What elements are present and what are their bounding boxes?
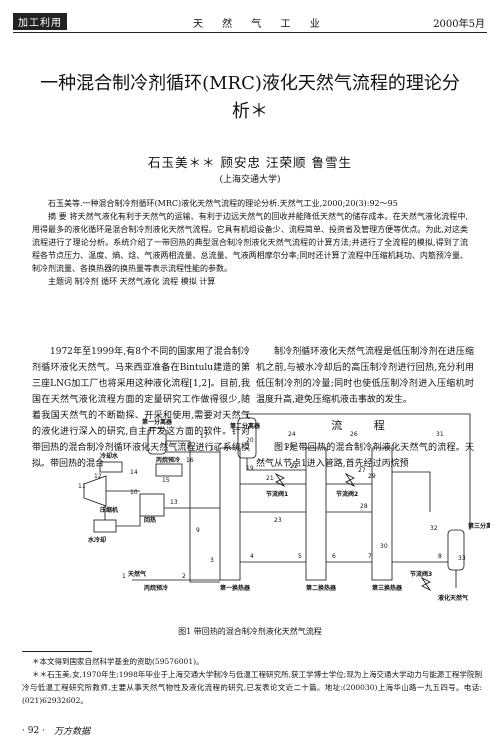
compressor-symbol	[83, 475, 107, 507]
footnote-separator	[22, 651, 92, 652]
node-number-2: 2	[182, 573, 186, 580]
node-number-21: 21	[266, 475, 274, 482]
throttle-valve1-symbol	[274, 472, 286, 488]
label-water-cooler: 水冷却	[88, 536, 106, 544]
node-number-4: 4	[250, 553, 254, 560]
abstract-text: 摘 要 将天然气液化有利于天然气的运输、有利于边远天然气的回收并能降低天然气的储…	[32, 212, 468, 273]
label-propane-precool-bottom: 丙烷预冷	[144, 584, 168, 592]
node-number-5: 5	[298, 553, 302, 560]
funding-note: ＊本文得到国家自然科学基金的资助(59576001)。	[32, 657, 204, 666]
abstract-block: 石玉美等.一种混合制冷剂循环(MRC)液化天然气流程的理论分析.天然气工业,20…	[32, 197, 468, 288]
label-compressor: 压缩机	[100, 506, 118, 514]
journal-name: 天 然 气 工 业	[193, 19, 328, 30]
node-number-1: 1	[122, 573, 126, 580]
author-bio-note: ＊＊石玉美,女,1970年生;1998年毕业于上海交通大学制冷与低温工程研究所,…	[22, 670, 482, 705]
node-number-19: 19	[246, 465, 254, 472]
figure-caption: 图1 带回热的混合制冷剂液化天然气流程	[178, 627, 322, 636]
recuperator-exchanger	[139, 493, 165, 517]
hx1-block	[219, 447, 241, 581]
node-number-20: 20	[246, 437, 254, 444]
affiliation: (上海交通大学)	[219, 175, 281, 185]
label-separator3: 第三分离器	[467, 522, 490, 530]
cooling-water-exchanger	[99, 461, 123, 473]
node-number-9: 9	[196, 527, 200, 534]
intro-paragraph: 1972年至1999年,有8个不同的国家用了混合制冷剂循环液化天然气。马来西亚准…	[32, 347, 250, 469]
throttle-valve2-symbol	[344, 472, 356, 488]
label-lng: 液化天然气	[438, 594, 468, 602]
label-throttle-valve1: 节流阀1	[266, 490, 288, 498]
recuperation-paragraph: 制冷剂循环液化天然气流程是低压制冷剂在进压缩机之前,与被水冷却后的高压制冷剂进行…	[256, 347, 474, 405]
footnotes: ＊本文得到国家自然科学基金的资助(59576001)。 ＊＊石玉美,女,1970…	[22, 655, 482, 707]
node-number-18: 18	[210, 445, 218, 452]
label-natural-gas: 天然气	[128, 570, 146, 578]
section-heading: 流 程	[331, 419, 399, 432]
flow-line	[166, 440, 220, 583]
node-number-25: 25	[286, 443, 294, 450]
node-number-22: 22	[290, 463, 298, 470]
section-tag: 加工利用	[13, 13, 67, 30]
label-hx3: 第三换热器	[371, 584, 403, 592]
propane-precooler	[155, 463, 183, 477]
throttle-valve3-symbol	[420, 576, 432, 592]
running-header: 加工利用 天 然 气 工 业 2000年5月	[13, 12, 487, 33]
label-recuperator: 回热	[144, 516, 156, 524]
node-number-26: 26	[350, 431, 358, 438]
node-number-29: 29	[368, 473, 376, 480]
label-hx2: 第二换热器	[305, 584, 337, 592]
node-number-23: 23	[274, 517, 282, 524]
label-separator2: 第二分离器	[229, 422, 261, 430]
hx2-block	[305, 447, 327, 581]
label-separator1: 第一分离器	[141, 418, 173, 426]
node-number-14: 14	[130, 469, 138, 476]
process-flow-diagram: 第一分离器 第二分离器 第三分离器 冷却水 丙烷预冷 压缩机 回热 水冷却 天然…	[78, 413, 490, 602]
separator3-vessel	[447, 529, 465, 571]
node-number-31: 31	[436, 431, 444, 438]
keywords-line: 主题词 制冷剂 循环 天然气液化 流程 模拟 计算	[48, 277, 216, 286]
node-number-8: 8	[438, 553, 442, 560]
label-throttle-valve2: 节流阀2	[336, 490, 358, 498]
node-number-16: 16	[186, 457, 194, 464]
node-number-10: 10	[130, 489, 138, 496]
author-list: 石玉美＊＊ 顾安忠 汪荣顺 鲁雪生	[148, 155, 352, 170]
node-number-6: 6	[332, 553, 336, 560]
water-cooler	[93, 519, 117, 533]
issue-date: 2000年5月	[433, 19, 485, 30]
node-number-12: 12	[94, 473, 102, 480]
flow-line	[246, 413, 471, 530]
page-number: · 92 ·	[22, 726, 45, 736]
node-number-7: 7	[368, 553, 372, 560]
node-number-27: 27	[358, 467, 366, 474]
node-number-32: 32	[430, 525, 438, 532]
node-number-33: 33	[458, 555, 466, 562]
node-number-30: 30	[380, 543, 388, 550]
citation-line: 石玉美等.一种混合制冷剂循环(MRC)液化天然气流程的理论分析.天然气工业,20…	[48, 199, 398, 208]
watermark: 万方数据	[54, 727, 91, 737]
node-number-28: 28	[360, 503, 368, 510]
body-column-left: 1972年至1999年,有8个不同的国家用了混合制冷剂循环液化天然气。马来西亚准…	[32, 344, 250, 472]
node-number-3: 3	[210, 557, 214, 564]
node-number-13: 13	[170, 499, 178, 506]
flow-line	[392, 471, 431, 512]
label-hx1: 第一换热器	[219, 584, 251, 592]
node-number-15: 15	[162, 477, 170, 484]
separator1-vessel	[147, 427, 167, 455]
hx3-block	[371, 447, 393, 581]
label-throttle-valve3: 节流阀3	[410, 570, 432, 578]
label-propane-precool-top: 丙烷预冷	[156, 456, 180, 464]
article-title: 一种混合制冷剂循环(MRC)液化天然气流程的理论分析＊	[40, 73, 460, 122]
flow-line	[246, 458, 306, 471]
node-number-17: 17	[200, 433, 208, 440]
flow-line	[116, 516, 141, 527]
node-number-11: 11	[78, 483, 86, 490]
label-cooling-water: 冷却水	[100, 452, 119, 460]
node-number-24: 24	[288, 431, 296, 438]
